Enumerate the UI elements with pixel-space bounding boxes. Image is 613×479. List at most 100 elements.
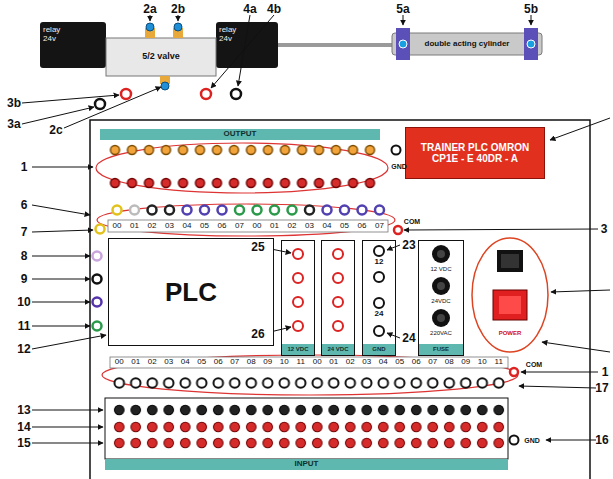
terminal-number: 03: [305, 222, 314, 230]
relay-coil: relay 24v: [216, 22, 278, 68]
callout-number: 10: [17, 296, 30, 308]
node-text: 12 VDC: [282, 344, 314, 355]
terminal-number: 01: [329, 358, 338, 366]
terminal-number: 03: [164, 358, 173, 366]
node-text: POWER: [472, 330, 548, 337]
terminal-number: 11: [297, 358, 305, 366]
terminal-number: 01: [130, 222, 139, 230]
terminal-number: 10: [478, 358, 487, 366]
node-text: 24VDC: [419, 298, 463, 305]
node-text: double acting cylinder: [392, 40, 542, 49]
node-text: GND: [363, 344, 395, 355]
terminal-number: 03: [165, 222, 174, 230]
terminal-number: 01: [131, 358, 140, 366]
terminal-number: 09: [263, 358, 272, 366]
node-text: 220VAC: [419, 330, 463, 337]
terminal-number: 02: [288, 222, 297, 230]
terminal-number: 08: [445, 358, 454, 366]
callout-number: 7: [21, 226, 28, 238]
callout-number: 17: [595, 382, 608, 394]
terminal-number: 07: [235, 222, 244, 230]
terminal-number: 06: [214, 358, 223, 366]
callout-number: 24: [402, 332, 415, 344]
terminal-label: GND: [391, 163, 407, 170]
node-text: 12: [363, 258, 395, 267]
power-switch: POWER: [472, 238, 548, 352]
terminal-label: GND: [524, 437, 540, 444]
terminal-number: 05: [200, 222, 209, 230]
terminal-number: 04: [183, 222, 192, 230]
terminal-number: 02: [148, 358, 157, 366]
callout-number: 25: [251, 241, 264, 253]
callout-number: 9: [21, 273, 28, 285]
title-plate: TRAINER PLC OMRON CP1E - E 40DR - A: [405, 127, 545, 179]
terminal-number: 04: [181, 358, 190, 366]
callout-number: 12: [17, 343, 30, 355]
terminal-number: 07: [428, 358, 437, 366]
terminal-number: 00: [253, 222, 262, 230]
terminal-label: COM: [526, 361, 542, 368]
terminal-group: 1224GND: [362, 240, 396, 356]
input-terminals: [102, 355, 519, 459]
output-terminals: [96, 143, 401, 193]
callout-number: 4b: [267, 3, 281, 15]
callout-number: 6: [21, 199, 28, 211]
callout-number: 23: [402, 239, 415, 251]
node-text: OUTPUT: [100, 130, 380, 139]
node-text: 24 VDC: [322, 344, 354, 355]
node-text: PLC: [109, 278, 273, 307]
output-band: OUTPUT: [100, 129, 380, 140]
terminal-number: 03: [362, 358, 371, 366]
callout-number: 16: [595, 434, 608, 446]
valve-body: 5/2 valve: [106, 38, 216, 76]
terminal-number: 07: [230, 358, 239, 366]
leader-lines: [22, 15, 610, 443]
callout-number: 1: [21, 161, 28, 173]
terminal-number: 04: [323, 222, 332, 230]
terminal-number: 06: [412, 358, 421, 366]
callout-number: 13: [17, 404, 30, 416]
terminal-number: 02: [346, 358, 355, 366]
panel: [90, 120, 590, 479]
fuse-box: 12 VDC24VDC220VACFUSE: [418, 240, 464, 356]
terminal-number: 06: [218, 222, 227, 230]
callout-number: 3a: [7, 118, 20, 130]
node-text: TRAINER PLC OMRON CP1E - E 40DR - A: [412, 142, 538, 164]
callout-number: 8: [21, 250, 28, 262]
terminal-number: 05: [340, 222, 349, 230]
terminal-number: 11: [495, 358, 503, 366]
terminal-number: 10: [280, 358, 289, 366]
node-text: 5/2 valve: [106, 52, 216, 62]
callout-number: 5a: [396, 3, 409, 15]
node-text: relay 24v: [43, 26, 67, 44]
terminal-label: COM: [404, 218, 420, 225]
cylinder-body: double acting cylinder: [392, 33, 542, 55]
input-band: INPUT: [105, 459, 508, 470]
supply-terminals: [293, 238, 548, 352]
terminal-number: 05: [197, 358, 206, 366]
relay-coil: relay 24v: [40, 22, 106, 68]
callout-number: 15: [17, 437, 30, 449]
terminal-number: 00: [115, 358, 124, 366]
node-text: 12 VDC: [419, 266, 463, 273]
callout-number: 4a: [243, 3, 256, 15]
pneumatic-parts: [40, 22, 542, 109]
terminal-number: 05: [395, 358, 404, 366]
callout-number: 2b: [171, 3, 185, 15]
callout-number: 26: [251, 328, 264, 340]
terminal-group: 24 VDC: [321, 240, 355, 356]
callout-number: 3: [601, 223, 608, 235]
terminal-number: 06: [358, 222, 367, 230]
callout-number: 11: [18, 320, 31, 332]
callout-number: 2a: [143, 3, 156, 15]
callout-number: 1: [602, 366, 609, 378]
node-text: INPUT: [105, 460, 508, 469]
plc-box: PLC: [108, 238, 274, 346]
terminal-number: 00: [113, 222, 122, 230]
terminal-group: 12 VDC: [281, 240, 315, 356]
terminal-number: 02: [148, 222, 157, 230]
callout-number: 5b: [524, 3, 538, 15]
terminal-number: 01: [270, 222, 279, 230]
terminal-number: 08: [247, 358, 256, 366]
